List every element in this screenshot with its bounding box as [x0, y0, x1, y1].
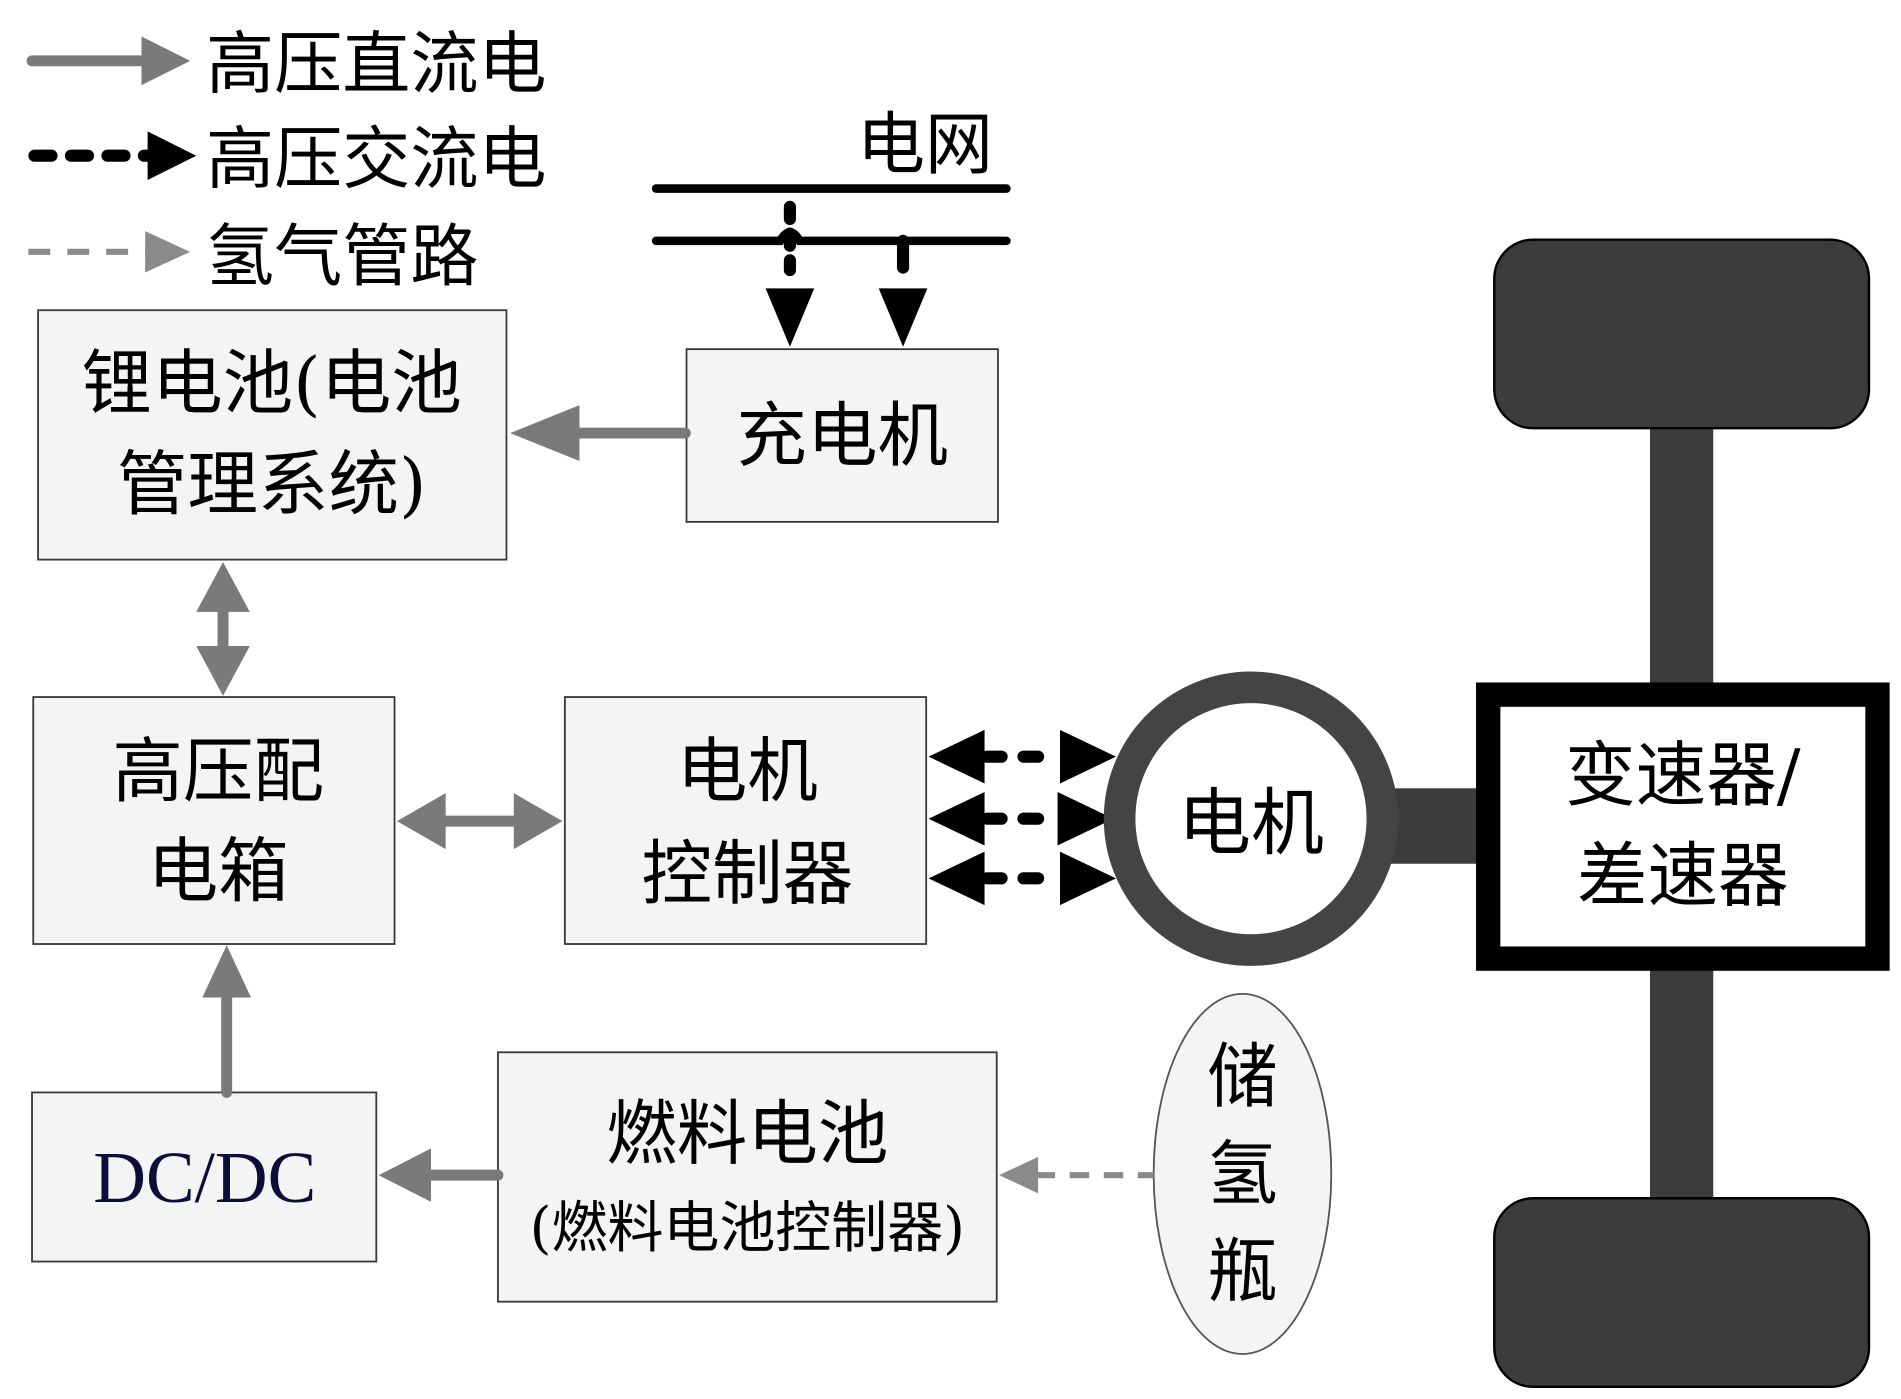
axle-upper [1650, 419, 1714, 694]
fuel-cell-box[interactable]: 燃料电池 (燃料电池控制器) [497, 1051, 998, 1303]
legend-dc-arrow-head [141, 36, 191, 86]
motor[interactable]: 电机 [1103, 671, 1489, 966]
wheel-bottom [1493, 1197, 1871, 1389]
arrow-battery-hv-box [196, 562, 250, 696]
motor-controller-label-line2: 控制器 [642, 833, 854, 915]
gearbox-label-line2: 差速器 [1577, 835, 1789, 917]
motor-controller-label-line1: 电机 [677, 731, 818, 813]
hv-box-label-line2: 电箱 [148, 830, 289, 912]
legend: 高压直流电 高压交流电 氢气管路 [26, 26, 547, 297]
legend-item-dc: 高压直流电 [26, 26, 547, 105]
ac-arrow-phase-1 [928, 729, 1116, 784]
axle-lower [1650, 961, 1714, 1211]
legend-ac-arrow-head [147, 131, 197, 181]
h2-tank-char-3: 瓶 [1207, 1231, 1278, 1313]
legend-h2-label: 氢气管路 [206, 218, 478, 297]
battery-box[interactable]: 锂电池(电池 管理系统) [37, 309, 508, 561]
fuel-cell-label-line1: 燃料电池 [606, 1093, 888, 1175]
gearbox-box[interactable]: 变速器/ 差速器 [1476, 682, 1890, 971]
ac-arrow-phase-3 [928, 851, 1116, 906]
legend-item-ac: 高压交流电 [28, 120, 547, 199]
legend-dc-label: 高压直流电 [206, 26, 547, 105]
arrow-h2-tank-to-fuel-cell [999, 1156, 1154, 1194]
grid-drop-1-arrow-head [765, 288, 815, 347]
gearbox-label-line1: 变速器/ [1565, 734, 1801, 816]
motor-label: 电机 [1178, 781, 1324, 866]
grid-line-2 [651, 228, 1011, 246]
dcdc-box[interactable]: DC/DC [31, 1091, 378, 1263]
h2-tank-char-1: 储 [1207, 1036, 1278, 1118]
arrow-dcdc-to-hv-box [202, 945, 251, 1098]
wheel-top [1493, 238, 1871, 430]
grid-drop-2-arrow-head [878, 288, 928, 347]
legend-ac-label: 高压交流电 [206, 120, 547, 199]
motor-ring [1103, 671, 1399, 966]
hv-distribution-box[interactable]: 高压配 电箱 [32, 696, 396, 945]
arrow-fuel-cell-to-dcdc [378, 1148, 504, 1202]
arrow-charger-to-battery [510, 405, 691, 462]
battery-label-line2: 管理系统) [117, 444, 427, 526]
drive-axle [1493, 238, 1871, 1389]
battery-label-line1: 锂电池(电池 [82, 343, 462, 425]
hv-box-label-line1: 高压配 [112, 731, 324, 813]
charger-box[interactable]: 充电机 [685, 348, 999, 523]
grid-label: 电网 [857, 106, 993, 185]
hydrogen-tank[interactable]: 储 氢 瓶 [1152, 992, 1333, 1355]
motor-controller-box[interactable]: 电机 控制器 [563, 696, 928, 945]
ac-arrow-phase-2 [928, 791, 1114, 846]
arrow-hv-box-motor-controller [396, 793, 563, 850]
fuel-cell-label-line2: (燃料电池控制器) [530, 1196, 965, 1261]
charger-label: 充电机 [736, 395, 948, 477]
legend-item-h2: 氢气管路 [28, 218, 478, 297]
dcdc-label: DC/DC [93, 1137, 316, 1218]
legend-h2-arrow-head [145, 231, 191, 273]
h2-tank-char-2: 氢 [1207, 1133, 1278, 1215]
power-grid: 电网 [651, 106, 1011, 347]
ac-arrows-controller-motor [928, 729, 1116, 906]
